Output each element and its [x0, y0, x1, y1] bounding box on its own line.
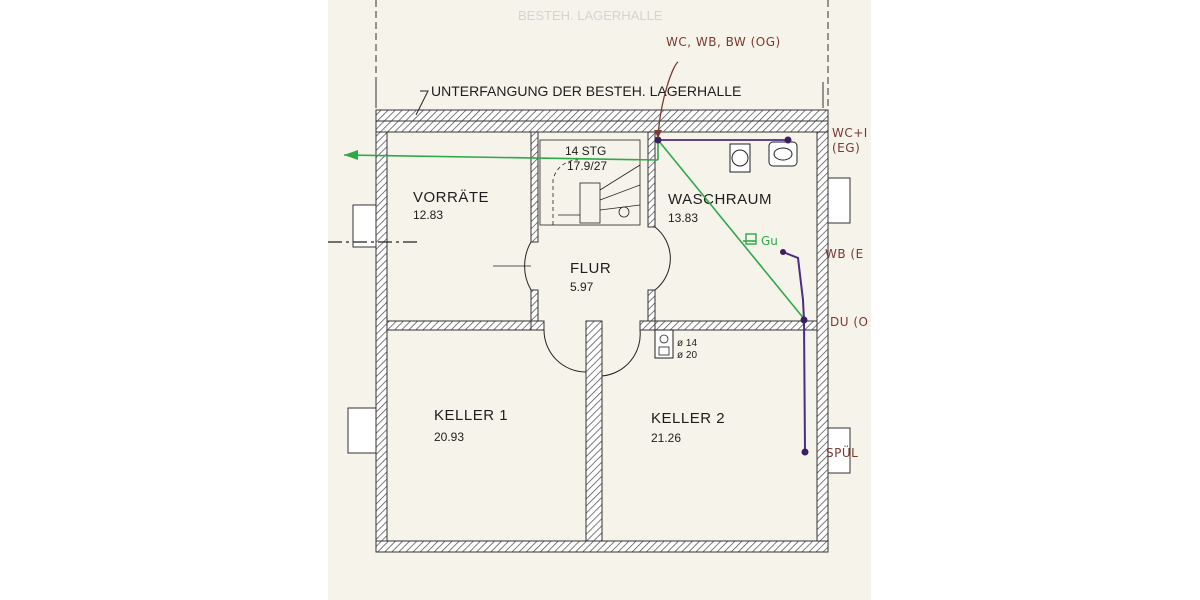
note-eg: (EG) [832, 141, 860, 155]
room-name-keller2: KELLER 2 [651, 410, 725, 427]
floor-plan-sheet: BESTEH. LAGERHALLE UNTERFANGUNG DER BEST… [328, 0, 871, 600]
gully-note: Gu [761, 234, 778, 248]
wall-east [816, 120, 829, 553]
wall-south [375, 540, 829, 553]
window-vorraete [352, 204, 377, 248]
sink-basin [773, 147, 793, 161]
staircase [539, 139, 641, 226]
green-drain-line [343, 139, 806, 321]
faded-heading: BESTEH. LAGERHALLE [518, 8, 663, 23]
sink-fixture [768, 141, 798, 167]
toilet-bowl [731, 149, 749, 167]
chimney [654, 329, 674, 359]
room-name-vorraete: VORRÄTE [413, 189, 489, 206]
chimney-d2: ø 20 [677, 350, 697, 361]
underpinning-strip [375, 109, 829, 122]
room-name-waschraum: WASCHRAUM [668, 191, 772, 208]
door-swing-waschraum [654, 226, 671, 291]
room-area-keller1: 20.93 [434, 430, 464, 444]
wall-keller1-keller2 [585, 320, 603, 542]
underpinning-leader [415, 90, 429, 116]
annotation-leader [657, 61, 679, 139]
note-du: DU (O [830, 315, 868, 329]
wall-flur-stub-left [530, 320, 545, 331]
window-keller1 [347, 407, 377, 454]
window-waschraum [827, 177, 851, 224]
floor-plan-drawing: BESTEH. LAGERHALLE UNTERFANGUNG DER BEST… [328, 0, 868, 553]
note-wb: WB (E [825, 247, 864, 261]
purple-supply-line [654, 136, 809, 456]
note-spuel: SPÜL [826, 444, 858, 460]
underpinning-note: UNTERFANGUNG DER BESTEH. LAGERHALLE [431, 83, 741, 99]
chimney-d1: ø 14 [677, 338, 697, 349]
annotation-arrowhead [654, 130, 662, 138]
wall-flur-stub-right [639, 320, 656, 331]
wall-north [375, 120, 829, 133]
room-name-keller1: KELLER 1 [434, 407, 508, 424]
door-swing-keller2 [601, 329, 641, 377]
stairs-steps: 14 STG [565, 144, 606, 158]
note-top-wc-wb-bw: WC, WB, BW (OG) [666, 35, 781, 49]
stairs-dims: 17.9/27 [567, 159, 607, 173]
wall-west [375, 120, 388, 553]
window-keller2 [827, 427, 851, 474]
room-area-flur: 5.97 [570, 280, 594, 294]
room-name-flur: FLUR [570, 260, 611, 277]
wall-vorraete-keller1 [386, 320, 532, 331]
room-area-waschraum: 13.83 [668, 211, 698, 225]
door-swing-keller1 [543, 329, 587, 373]
wall-waschraum-keller2 [654, 320, 818, 331]
room-area-vorraete: 12.83 [413, 208, 443, 222]
wall-vorraete-flur-upper [530, 131, 539, 243]
toilet-fixture [729, 143, 751, 173]
wall-flur-waschraum-upper [647, 131, 656, 228]
room-area-keller2: 21.26 [651, 431, 681, 445]
note-wc-eg: WC+I [832, 126, 868, 140]
